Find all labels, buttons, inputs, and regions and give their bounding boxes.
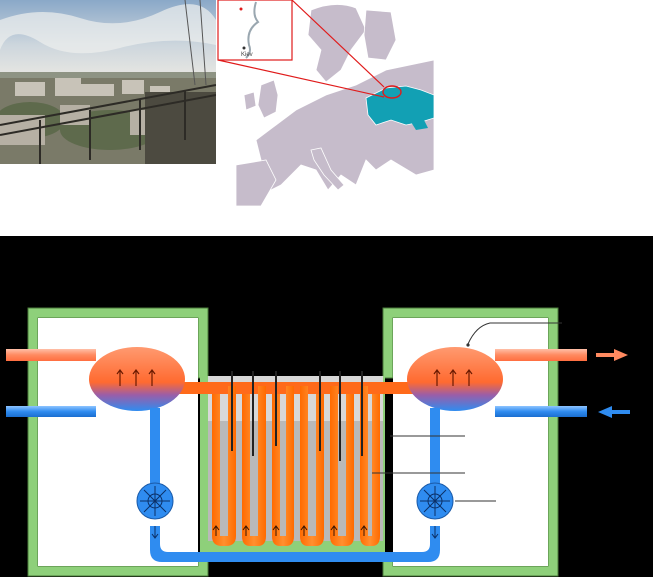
chernobyl-circle xyxy=(382,85,402,99)
drum-leader-line xyxy=(467,322,562,345)
steam-separator-drum-right xyxy=(407,347,503,411)
pump-right xyxy=(416,482,454,520)
italy-shape xyxy=(310,147,345,191)
connector-line-bottom xyxy=(217,59,385,98)
pump-left xyxy=(136,482,174,520)
inset-city-dot xyxy=(242,46,246,50)
pump-label: Pump xyxy=(500,495,529,507)
rbmk-reactor-diagram: Graphite moderator Fuel rods Pump xyxy=(0,236,653,577)
downcomer-flow-arrows xyxy=(151,526,439,539)
fuel-channels xyxy=(212,386,380,546)
downcomer-pipes xyxy=(150,408,440,562)
hot-outlet-pipe-left xyxy=(6,349,96,361)
graphite-moderator-label-line1: Graphite xyxy=(472,426,514,438)
channel-flow-arrows xyxy=(212,525,368,536)
hot-outlet-pipe-right xyxy=(495,349,587,361)
water-in-arrow xyxy=(598,406,630,418)
pripyat-photo xyxy=(0,0,216,164)
cold-inlet-pipe-right xyxy=(495,406,587,417)
control-rods xyxy=(231,371,363,461)
steam-out-arrow xyxy=(596,349,628,361)
europe-locator-map: Kiev xyxy=(216,0,434,206)
graphite-moderator-label-line2: moderator xyxy=(472,437,522,449)
cold-inlet-pipe-left xyxy=(6,406,96,417)
crimea-shape xyxy=(411,120,428,130)
connector-line-top xyxy=(291,0,385,88)
finland-shape xyxy=(363,9,397,61)
iberia-shape xyxy=(235,159,277,206)
fuel-rods-label: Fuel rods xyxy=(472,468,518,480)
inset-city-label: Kiev xyxy=(241,52,253,58)
britain-shape xyxy=(257,79,279,119)
inset-river xyxy=(245,1,260,59)
ireland-shape xyxy=(243,91,257,111)
steam-flow-arrows xyxy=(116,369,473,386)
inset-plant-dot xyxy=(239,7,243,11)
ukraine-shape xyxy=(365,85,434,126)
steam-separator-drum-left xyxy=(89,347,185,411)
